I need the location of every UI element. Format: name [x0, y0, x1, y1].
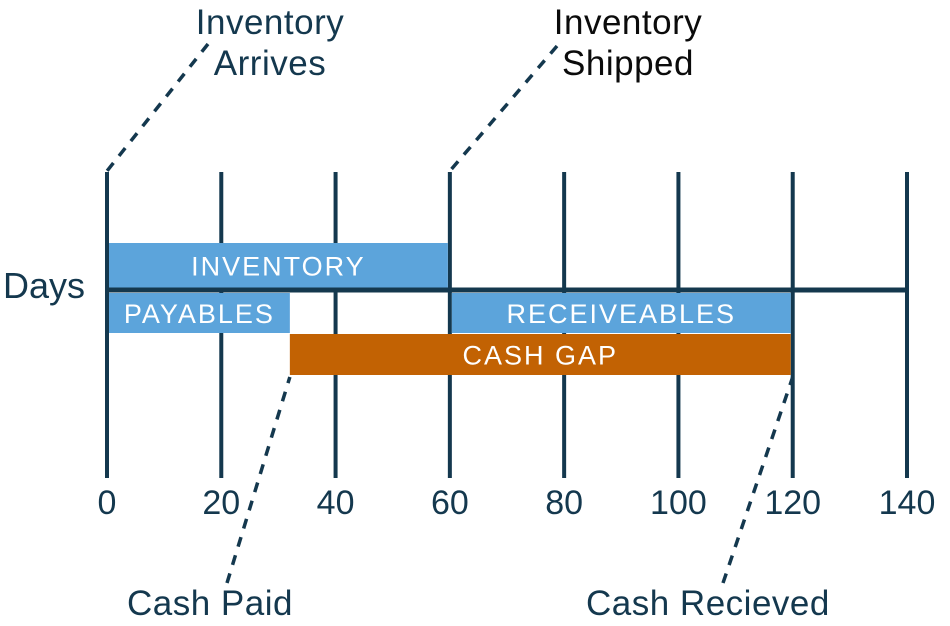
bar-payables [109, 293, 290, 333]
bars-group: INVENTORY PAYABLES RECEIVEABLES CASH GAP [109, 243, 791, 375]
annotation-lines-group [105, 42, 795, 584]
axis-tick-label-80: 80 [545, 484, 583, 522]
bar-receivables [451, 293, 791, 333]
axis-tick-label-100: 100 [650, 484, 707, 522]
axis-tick-label-40: 40 [317, 484, 355, 522]
annotation-line-cash-paid [225, 376, 292, 584]
axis-tick-label-0: 0 [98, 484, 117, 522]
annotation-line-inventory-arrives [105, 42, 210, 173]
annotation-label-inventory-shipped: Inventory Shipped [553, 3, 703, 83]
annotation-label-cash-recieved: Cash Recieved [586, 584, 830, 623]
tick-labels-group: 0 20 40 60 80 100 120 140 [98, 484, 936, 522]
annotation-line-inventory-shipped [448, 44, 559, 173]
bar-label-cash-gap: CASH GAP [463, 341, 619, 371]
bar-inventory [109, 243, 448, 288]
axis-title-days: Days [3, 265, 86, 306]
axis-tick-label-60: 60 [431, 484, 469, 522]
bar-cash-gap [289, 334, 791, 375]
annotation-label-cash-paid: Cash Paid [127, 584, 293, 623]
bar-label-inventory: INVENTORY [191, 252, 366, 282]
bar-label-payables: PAYABLES [124, 299, 275, 329]
axis-tick-label-140: 140 [879, 484, 936, 522]
axis-tick-label-120: 120 [764, 484, 821, 522]
annotation-line-cash-recieved [721, 376, 795, 584]
bar-label-receivables: RECEIVEABLES [506, 299, 736, 329]
axis-tick-label-20: 20 [202, 484, 240, 522]
annotation-label-inventory-arrives: Inventory Arrives [195, 3, 345, 83]
